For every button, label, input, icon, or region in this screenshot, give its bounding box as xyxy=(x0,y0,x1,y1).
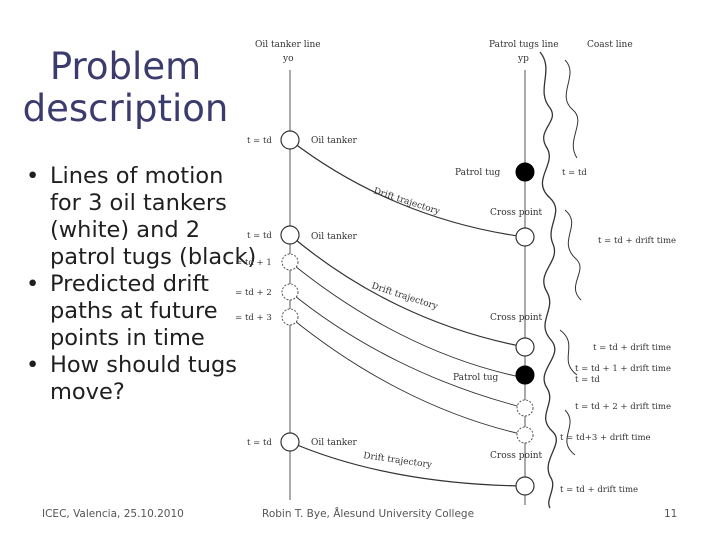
coast-line xyxy=(539,51,557,509)
cross-point-marker xyxy=(515,227,535,247)
patrol-tug-marker xyxy=(515,162,535,182)
drift-trajectory-6 xyxy=(289,441,526,487)
label-t-td: t = td xyxy=(247,231,272,241)
oil-tanker-marker xyxy=(280,225,300,245)
label-t-drift: t = td + drift time xyxy=(593,343,671,353)
drift-trajectory-5 xyxy=(289,316,526,436)
header-coast-line: Coast line xyxy=(587,40,633,50)
label-patrol-tug: Patrol tug xyxy=(455,168,501,178)
label-t-2-drift: t = td + 2 + drift time xyxy=(575,402,671,412)
label-t-drift: t = td + drift time xyxy=(598,236,676,246)
slide-title: Problem description xyxy=(22,45,229,130)
cross-point-marker xyxy=(515,337,535,357)
label-t-td-right: t = td xyxy=(562,168,587,178)
label-t-td1: t = td + 1 xyxy=(235,258,272,268)
label-oil-tanker: Oil tanker xyxy=(311,232,358,242)
future-position-marker xyxy=(281,253,299,271)
label-t-td3: t = td + 3 xyxy=(235,313,272,323)
drift-trajectory-2 xyxy=(289,234,526,348)
bullet-item: Predicted drift paths at future points i… xyxy=(26,271,258,352)
label-t-3-drift: t = td+3 + drift time xyxy=(560,433,651,443)
drift-trajectory-3 xyxy=(289,261,526,379)
label-drift-trajectory: Drift trajectory xyxy=(372,186,442,217)
header-oil-sym: yo xyxy=(282,54,294,64)
header-patrol-line: Patrol tugs line xyxy=(489,40,559,50)
label-oil-tanker: Oil tanker xyxy=(311,438,358,448)
page-number: 11 xyxy=(664,508,678,520)
bullet-item: Lines of motion for 3 oil tankers (white… xyxy=(26,163,258,271)
drift-trajectory-1 xyxy=(289,139,526,238)
drift-trajectory-4 xyxy=(289,291,526,409)
label-t-td-right: t = td xyxy=(575,375,600,385)
oil-tanker-marker xyxy=(280,432,300,452)
header-oil-line: Oil tanker line xyxy=(255,40,321,50)
future-cross-marker xyxy=(516,399,534,417)
label-t-td: t = td xyxy=(247,136,272,146)
footer-conference: ICEC, Valencia, 25.10.2010 xyxy=(42,508,184,520)
header-patrol-sym: yp xyxy=(517,54,529,64)
label-patrol-tug: Patrol tug xyxy=(453,373,499,383)
label-t-drift: t = td + drift time xyxy=(560,485,638,495)
label-cross-point: Cross point xyxy=(490,313,543,323)
future-position-marker xyxy=(281,283,299,301)
cross-point-marker xyxy=(515,476,535,496)
label-t-td2: t = td + 2 xyxy=(235,288,272,298)
drift-diagram: Oil tanker line yo Patrol tugs line yp C… xyxy=(235,40,676,509)
patrol-tug-marker xyxy=(515,365,535,385)
label-cross-point: Cross point xyxy=(490,451,543,461)
label-oil-tanker: Oil tanker xyxy=(311,136,358,146)
oil-tanker-marker xyxy=(280,130,300,150)
label-t-td: t = td xyxy=(247,438,272,448)
footer-author: Robin T. Bye, Ålesund University College xyxy=(262,508,475,520)
label-t-1-drift: t = td + 1 + drift time xyxy=(575,364,671,374)
coast-line-inner xyxy=(559,59,582,456)
label-cross-point: Cross point xyxy=(490,208,543,218)
future-position-marker xyxy=(281,308,299,326)
bullet-list: Lines of motion for 3 oil tankers (white… xyxy=(26,163,258,406)
future-cross-marker xyxy=(516,426,534,444)
label-drift-trajectory: Drift trajectory xyxy=(363,451,434,471)
bullet-item: How should tugs move? xyxy=(26,352,258,406)
